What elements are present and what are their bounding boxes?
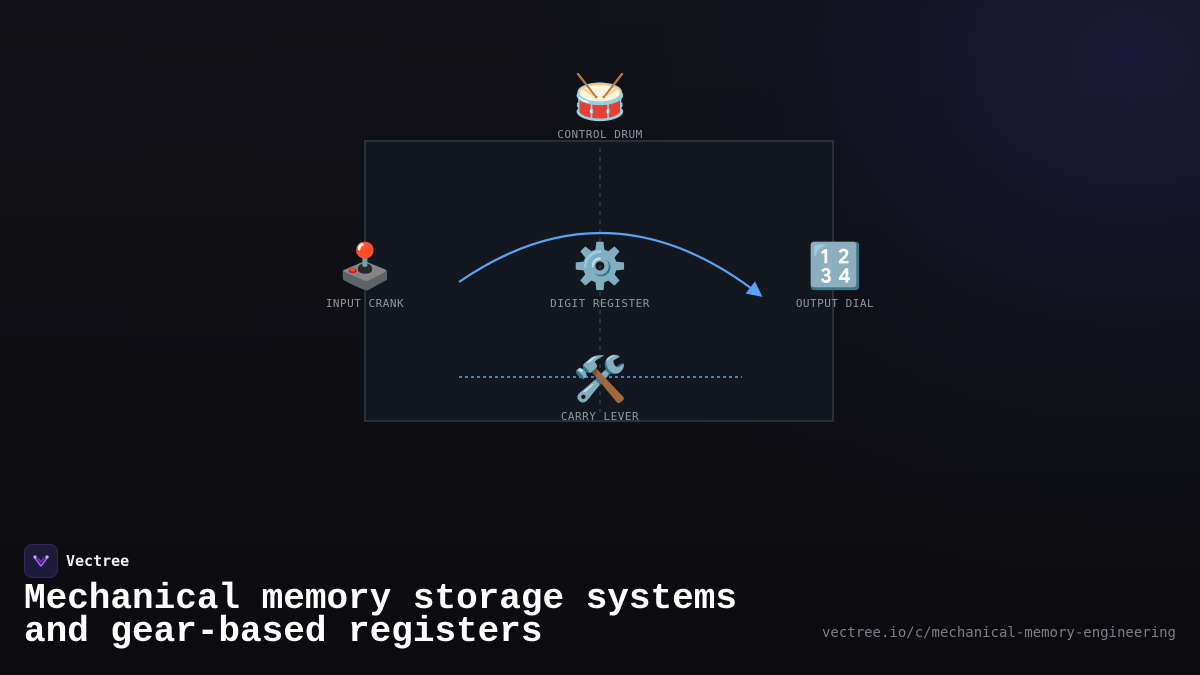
joystick-icon: 🕹️: [337, 241, 393, 292]
node-output-dial: 🔢 OUTPUT DIAL: [755, 241, 915, 311]
brand: Vectree: [24, 544, 129, 578]
node-control-drum: 🥁 CONTROL DRUM: [520, 72, 680, 142]
brand-name: Vectree: [66, 552, 130, 570]
gear-icon: ⚙️: [572, 241, 628, 292]
drum-icon: 🥁: [572, 72, 628, 123]
number-keypad-icon: 🔢: [807, 241, 863, 292]
edge-crank-to-output: [458, 231, 763, 297]
node-label: OUTPUT DIAL: [795, 297, 875, 310]
node-carry-lever: 🛠️ CARRY LEVER: [520, 354, 680, 424]
node-label: INPUT CRANK: [325, 297, 405, 310]
node-label: DIGIT REGISTER: [550, 297, 650, 310]
title-line-2: and gear-based registers: [24, 611, 543, 652]
node-input-crank: 🕹️ INPUT CRANK: [285, 241, 445, 311]
vectree-logo-icon: [24, 544, 58, 578]
node-label: CARRY LEVER: [560, 410, 640, 423]
title-line-1: Mechanical memory storage systems: [24, 578, 737, 619]
page-title: Mechanical memory storage systems and ge…: [24, 578, 804, 652]
course-url: vectree.io/c/mechanical-memory-engineeri…: [821, 625, 1176, 641]
node-label: CONTROL DRUM: [557, 128, 643, 141]
tools-icon: 🛠️: [572, 354, 628, 405]
node-digit-register: ⚙️ DIGIT REGISTER: [520, 241, 680, 311]
diagram-panel: [364, 140, 834, 422]
